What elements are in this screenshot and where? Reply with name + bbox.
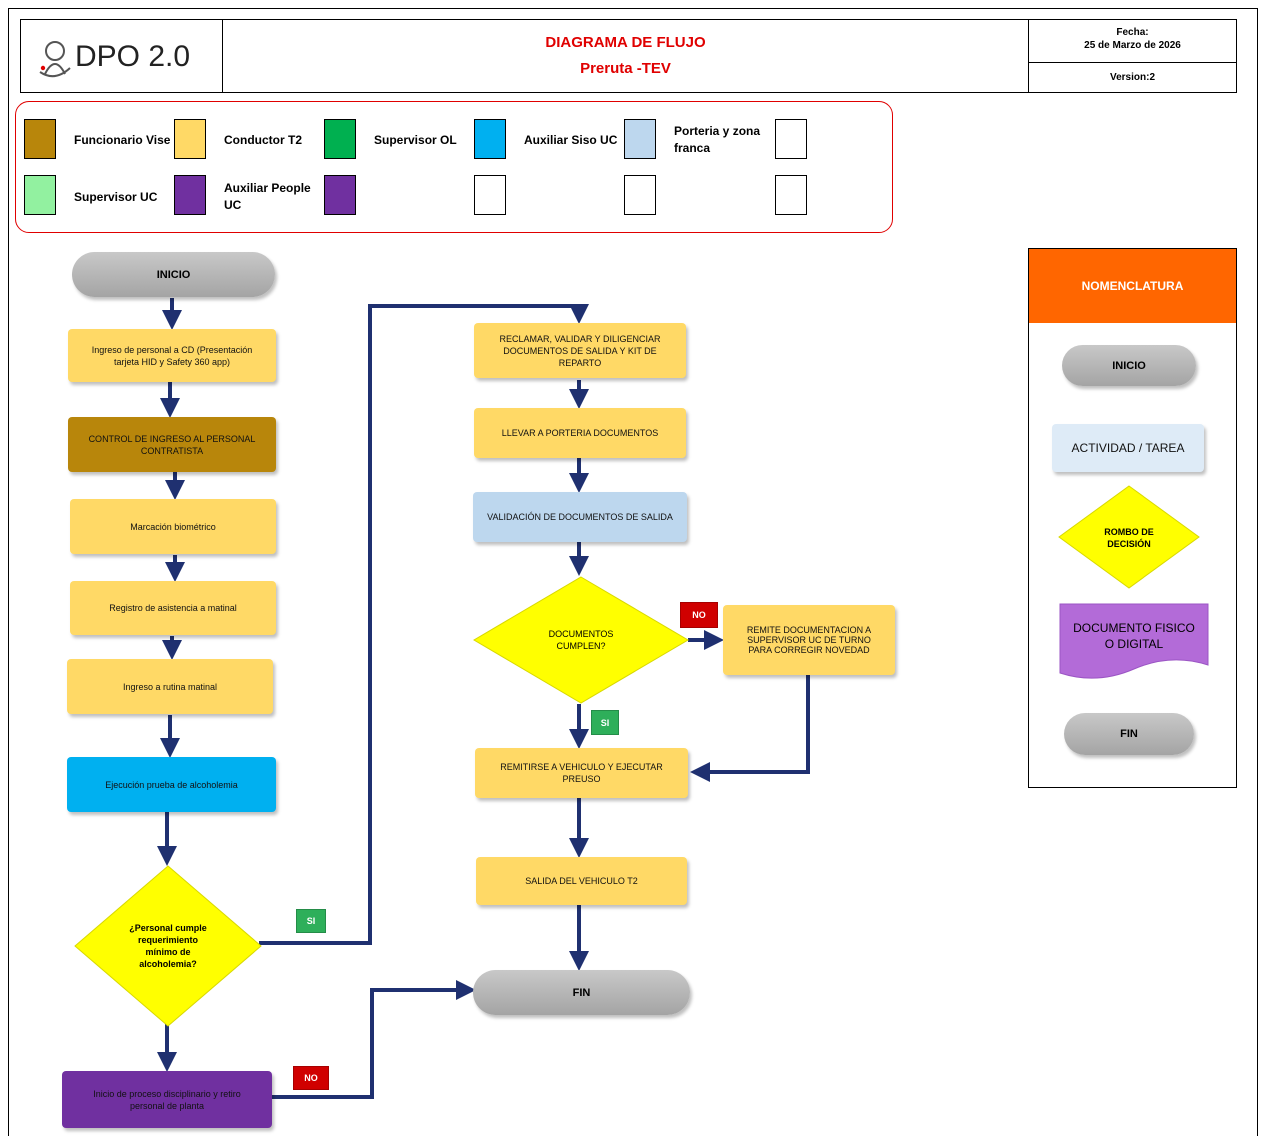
no-tag-documentos: NO xyxy=(680,602,718,628)
yes-tag-alcoholemia: SI xyxy=(296,909,326,933)
legend-label-funcionario-vise: Funcionario Vise xyxy=(74,133,171,147)
legend-swatch-conductor-t2 xyxy=(174,119,206,159)
legend-label-supervisor-uc: Supervisor UC xyxy=(74,190,158,204)
step-control-ingreso: CONTROL DE INGRESO AL PERSONAL CONTRATIS… xyxy=(68,417,276,472)
step-proceso-disciplinario: Inicio de proceso disciplinario y retiro… xyxy=(62,1071,272,1128)
nomenclatura-actividad: ACTIVIDAD / TAREA xyxy=(1052,424,1204,472)
nomenclatura-header: NOMENCLATURA xyxy=(1029,249,1236,323)
nomenclatura-inicio: INICIO xyxy=(1062,345,1196,386)
legend-label-conductor-t2: Conductor T2 xyxy=(224,133,302,147)
logo-cell: DPO 2.0 xyxy=(20,19,223,93)
logo-text: DPO 2.0 xyxy=(75,40,191,73)
nomenclatura-rombo-shape xyxy=(1058,485,1200,589)
diagram-subtitle: Preruta -TEV xyxy=(580,60,671,77)
legend-label-auxiliar-siso: Auxiliar Siso UC xyxy=(524,133,618,147)
legend-label-auxiliar-people: Auxiliar People UC xyxy=(224,181,311,212)
dpo-logo-icon xyxy=(39,41,71,78)
decision-alcoholemia-text: ¿Personal cumple requerimiento mínimo de… xyxy=(129,923,207,969)
step-remite-documentacion: REMITE DOCUMENTACION A SUPERVISOR UC DE … xyxy=(723,605,895,675)
legend-swatch-purple-2 xyxy=(324,175,356,215)
step-prueba-alcoholemia: Ejecución prueba de alcoholemia xyxy=(67,757,276,812)
fecha-label: Fecha: xyxy=(1116,27,1149,38)
step-registro-asistencia: Registro de asistencia a matinal xyxy=(70,581,276,635)
step-ingreso-rutina: Ingreso a rutina matinal xyxy=(67,659,273,714)
yes-tag-documentos: SI xyxy=(591,710,619,735)
step-salida-vehiculo: SALIDA DEL VEHICULO T2 xyxy=(476,857,687,905)
arrow-d1-yes-r1 xyxy=(259,304,589,945)
arrow-n1-r4 xyxy=(690,675,810,782)
legend-swatch-supervisor-ol xyxy=(324,119,356,159)
page-frame xyxy=(8,8,1258,1136)
legend-label-porteria: Porteria y zona franca xyxy=(674,124,761,155)
legend-swatch-auxiliar-people xyxy=(174,175,206,215)
nomenclatura-documento-shape xyxy=(1059,603,1209,679)
nomenclatura-documento-text: DOCUMENTO FISICO O DIGITAL xyxy=(1073,621,1195,651)
step-ingreso-personal: Ingreso de personal a CD (Presentación t… xyxy=(68,329,276,382)
nomenclatura-panel xyxy=(1028,248,1237,788)
step-remitirse-vehiculo: REMITIRSE A VEHICULO Y EJECUTAR PREUSO xyxy=(475,748,688,798)
no-tag-alcoholemia: NO xyxy=(293,1066,329,1090)
step-marcacion-biometrico: Marcación biométrico xyxy=(70,499,276,554)
decision-documentos-shape xyxy=(473,576,689,704)
fecha-value: 25 de Marzo de 2026 xyxy=(1084,40,1181,51)
nomenclatura-fin: FIN xyxy=(1064,713,1194,755)
legend-swatch-auxiliar-siso xyxy=(474,119,506,159)
title-cell: DIAGRAMA DE FLUJO Preruta -TEV xyxy=(222,19,1029,93)
nomenclatura-rombo-text: ROMBO DE DECISIÓN xyxy=(1104,527,1154,549)
step-llevar-porteria: LLEVAR A PORTERIA DOCUMENTOS xyxy=(474,408,686,458)
diagram-title: DIAGRAMA DE FLUJO xyxy=(545,34,706,51)
legend-swatch-supervisor-uc xyxy=(24,175,56,215)
step-validacion-documentos: VALIDACIÓN DE DOCUMENTOS DE SALIDA xyxy=(473,492,687,542)
legend-swatch-empty-2 xyxy=(474,175,506,215)
legend-label-supervisor-ol: Supervisor OL xyxy=(374,133,457,147)
version-cell: Version:2 xyxy=(1028,62,1237,93)
legend xyxy=(15,101,893,233)
legend-swatch-funcionario-vise xyxy=(24,119,56,159)
legend-swatch-porteria xyxy=(624,119,656,159)
decision-alcoholemia-shape xyxy=(74,865,262,1027)
version-label: Version:2 xyxy=(1109,72,1156,83)
fin-terminal: FIN xyxy=(473,970,690,1015)
decision-documentos-text: DOCUMENTOS CUMPLEN? xyxy=(548,629,614,651)
legend-swatch-empty-3 xyxy=(624,175,656,215)
inicio-terminal: INICIO xyxy=(72,252,275,297)
arrow-s7-fin xyxy=(272,980,476,1099)
legend-swatch-empty-4 xyxy=(775,175,807,215)
legend-swatch-empty-1 xyxy=(775,119,807,159)
step-reclamar-documentos: RECLAMAR, VALIDAR Y DILIGENCIAR DOCUMENT… xyxy=(474,323,686,378)
